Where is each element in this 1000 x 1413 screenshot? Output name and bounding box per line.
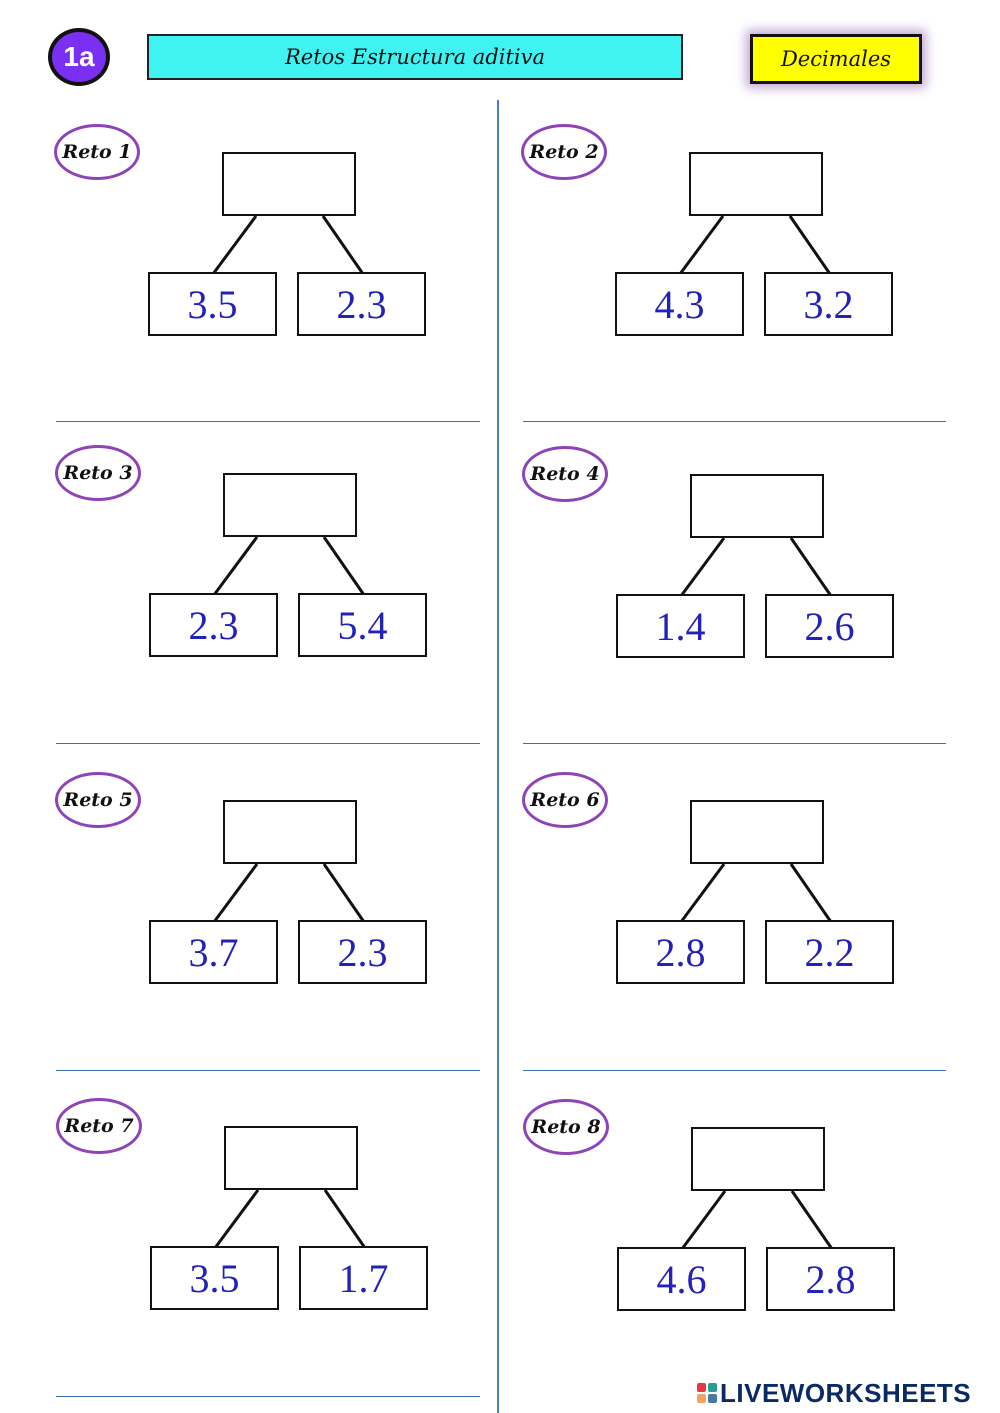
reto-block: Reto 7 3.5 1.7 xyxy=(56,1098,428,1310)
section-divider xyxy=(56,743,480,744)
addend-box-left: 3.5 xyxy=(150,1246,279,1310)
total-answer-box[interactable] xyxy=(224,1126,358,1190)
addend-box-left: 3.7 xyxy=(149,920,278,984)
total-answer-box[interactable] xyxy=(690,474,824,538)
total-answer-box[interactable] xyxy=(222,152,356,216)
reto-block: Reto 2 4.3 3.2 xyxy=(521,124,893,336)
column-divider xyxy=(497,100,499,1413)
addend-box-right: 3.2 xyxy=(764,272,893,336)
liveworksheets-logo-icon xyxy=(697,1383,717,1403)
section-divider xyxy=(56,421,480,422)
section-divider xyxy=(523,1070,946,1071)
addend-box-right: 2.6 xyxy=(765,594,894,658)
section-divider xyxy=(56,1396,480,1397)
addend-box-right: 2.3 xyxy=(297,272,426,336)
reto-block: Reto 3 2.3 5.4 xyxy=(55,445,427,657)
section-divider xyxy=(523,421,946,422)
reto-block: Reto 1 3.5 2.3 xyxy=(54,124,426,336)
reto-label: Reto 8 xyxy=(523,1099,609,1155)
reto-label: Reto 4 xyxy=(522,446,608,502)
addend-box-right: 1.7 xyxy=(299,1246,428,1310)
connector-lines xyxy=(212,536,366,596)
connector-lines xyxy=(678,215,832,275)
addend-box-left: 4.6 xyxy=(617,1247,746,1311)
connector-lines xyxy=(680,1190,834,1250)
total-answer-box[interactable] xyxy=(691,1127,825,1191)
connector-lines xyxy=(211,215,365,275)
connector-lines xyxy=(212,863,366,923)
worksheet-title: Retos Estructura aditiva xyxy=(147,34,683,80)
reto-block: Reto 6 2.8 2.2 xyxy=(522,772,894,984)
total-answer-box[interactable] xyxy=(690,800,824,864)
logo-text: LIVEWORKSHEETS xyxy=(720,1377,972,1408)
reto-block: Reto 8 4.6 2.8 xyxy=(523,1099,895,1311)
total-answer-box[interactable] xyxy=(223,473,357,537)
reto-label: Reto 6 xyxy=(522,772,608,828)
reto-block: Reto 4 1.4 2.6 xyxy=(522,446,894,658)
reto-label: Reto 2 xyxy=(521,124,607,180)
reto-block: Reto 5 3.7 2.3 xyxy=(55,772,427,984)
connector-lines xyxy=(679,863,833,923)
addend-box-left: 1.4 xyxy=(616,594,745,658)
section-divider xyxy=(56,1070,480,1071)
worksheet-number-badge: 1a xyxy=(48,28,110,86)
connector-lines xyxy=(213,1189,367,1249)
liveworksheets-logo: LIVEWORKSHEETS xyxy=(697,1378,971,1408)
reto-label: Reto 7 xyxy=(56,1098,142,1154)
addend-box-right: 2.8 xyxy=(766,1247,895,1311)
addend-box-left: 2.3 xyxy=(149,593,278,657)
reto-label: Reto 3 xyxy=(55,445,141,501)
addend-box-right: 5.4 xyxy=(298,593,427,657)
addend-box-left: 4.3 xyxy=(615,272,744,336)
total-answer-box[interactable] xyxy=(223,800,357,864)
topic-tag: Decimales xyxy=(750,34,922,84)
addend-box-right: 2.3 xyxy=(298,920,427,984)
reto-label: Reto 5 xyxy=(55,772,141,828)
addend-box-left: 2.8 xyxy=(616,920,745,984)
total-answer-box[interactable] xyxy=(689,152,823,216)
addend-box-right: 2.2 xyxy=(765,920,894,984)
section-divider xyxy=(523,743,946,744)
reto-label: Reto 1 xyxy=(54,124,140,180)
addend-box-left: 3.5 xyxy=(148,272,277,336)
connector-lines xyxy=(679,537,833,597)
